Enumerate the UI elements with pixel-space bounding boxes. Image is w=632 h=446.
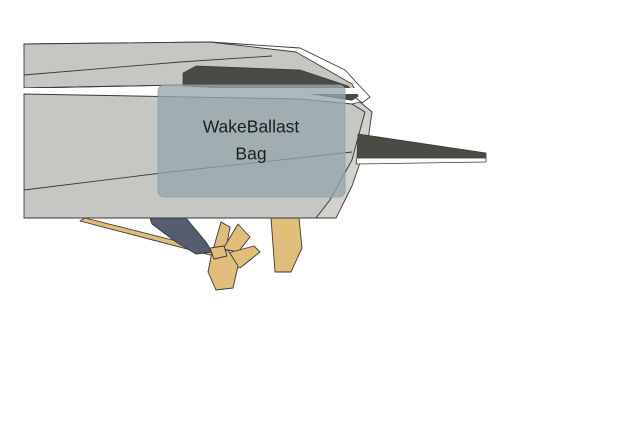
propeller: [207, 221, 261, 291]
propeller-blade-upper-right: [222, 223, 251, 253]
swim-platform-top: [356, 133, 487, 159]
rudder: [270, 217, 303, 273]
propeller-blade-lower: [207, 249, 239, 291]
ballast-bag-annotation[interactable]: WakeBallast Bag: [157, 84, 346, 198]
deck-sheer-line: [23, 55, 273, 76]
ballast-bag-label-line1: WakeBallast: [203, 117, 300, 137]
shaft-strut: [149, 217, 213, 255]
ballast-bag-label-line2: Bag: [235, 144, 266, 164]
ballast-bag-rect[interactable]: [157, 84, 346, 198]
propeller-hub: [209, 245, 228, 260]
